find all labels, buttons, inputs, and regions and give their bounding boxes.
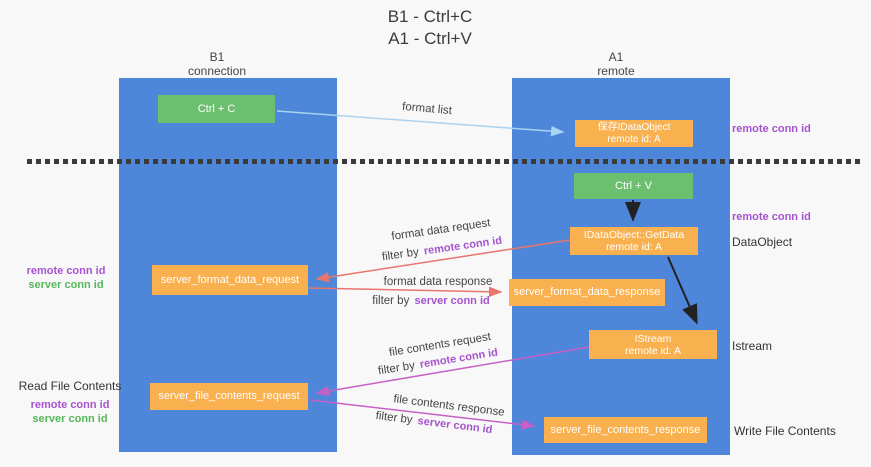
label-istream: Istream (732, 339, 773, 353)
title-line-1: B1 - Ctrl+C (387, 7, 473, 26)
label-group-read-file-contents: Read File Contents remote conn id server… (18, 379, 122, 426)
label-remote-conn-id-left-top: remote conn id (26, 265, 106, 277)
label-dataobject: DataObject (732, 235, 793, 249)
node-server-format-data-response-label: server_format_data_response (513, 286, 661, 298)
node-server-file-contents-request-label: server_file_contents_request (158, 390, 300, 402)
node-save-idataobject: 保存IDataObject remote id: A (575, 120, 693, 147)
node-server-file-contents-request: server_file_contents_request (150, 383, 308, 410)
node-server-format-data-response: server_format_data_response (509, 279, 665, 306)
lifeline-b1-role: connection (187, 64, 247, 78)
node-server-file-contents-response-label: server_file_contents_response (550, 423, 701, 436)
label-remote-conn-id-right-top: remote conn id (732, 123, 811, 135)
node-istream-line2: remote id: A (624, 344, 682, 357)
label-server-conn-id-left-top: server conn id (28, 279, 104, 291)
node-server-format-data-request: server_format_data_request (152, 265, 308, 295)
edge-format-data-request-arrow (315, 239, 571, 283)
lifeline-b1-name: B1 (209, 50, 225, 64)
node-ctrl-c: Ctrl + C (158, 95, 275, 123)
label-remote-conn-id-left-bottom: remote conn id (30, 399, 110, 411)
label-server-conn-id-left-bottom: server conn id (32, 413, 108, 425)
node-server-file-contents-response: server_file_contents_response (544, 417, 707, 443)
diagram-title: B1 - Ctrl+C A1 - Ctrl+V (330, 6, 530, 50)
edge-label-format-data-response: format data response (383, 276, 493, 288)
node-save-idataobject-line1: 保存IDataObject (597, 121, 671, 133)
node-ctrl-v: Ctrl + V (574, 173, 693, 199)
title-line-2: A1 - Ctrl+V (388, 29, 472, 48)
edge-file-contents-response-arrow (309, 399, 536, 430)
label-write-file-contents: Write File Contents (734, 424, 836, 438)
lifeline-header-b1: B1 connection (108, 50, 326, 78)
label-read-file-contents: Read File Contents (18, 379, 122, 393)
node-ctrl-c-label: Ctrl + C (197, 102, 236, 115)
edge-file-contents-request-arrow (315, 346, 590, 397)
label-group-conn-ids-left-top: remote conn id server conn id (20, 264, 112, 292)
filter-prefix: filter by (372, 295, 410, 307)
edge-format-data-response-arrow (308, 286, 503, 297)
node-istream: IStream remote id: A (589, 330, 717, 359)
edge-format-list-arrow (276, 110, 565, 137)
node-getdata-line2: remote id: A (605, 241, 663, 253)
edge-getdata-to-istream-arrow (667, 256, 698, 325)
phase-divider-dashed-line (27, 159, 860, 164)
label-remote-conn-id-right-mid: remote conn id (732, 211, 811, 223)
lifeline-a1-role: remote (597, 64, 635, 78)
filter-key-server-conn-id: server conn id (414, 295, 490, 307)
node-idataobject-getdata: IDataObject::GetData remote id: A (570, 227, 698, 255)
node-istream-line1: IStream (634, 332, 672, 345)
lifeline-header-a1: A1 remote (507, 50, 725, 78)
node-save-idataobject-line2: remote id: A (607, 133, 661, 145)
edge-label-format-data-response-filter: filter by server conn id (372, 295, 489, 307)
node-server-format-data-request-label: server_format_data_request (160, 273, 300, 286)
node-getdata-line1: IDataObject::GetData (583, 229, 685, 241)
lifeline-a1-name: A1 (608, 50, 624, 64)
node-ctrl-v-label: Ctrl + V (615, 179, 652, 192)
